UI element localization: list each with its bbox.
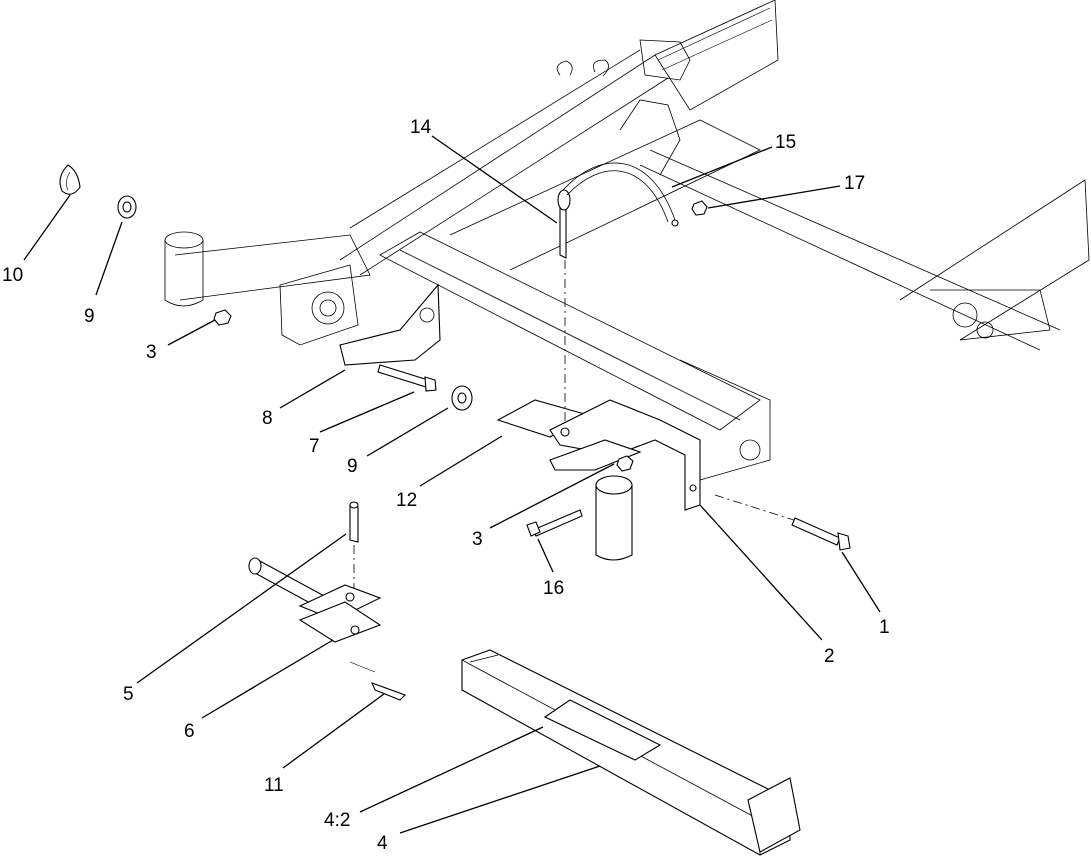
nut-17 xyxy=(691,200,708,216)
lanyard-pin xyxy=(557,162,679,430)
callout-12: 12 xyxy=(396,490,417,511)
callout-4: 4 xyxy=(377,833,388,854)
callout-6: 6 xyxy=(184,721,195,742)
callout-9-left: 9 xyxy=(84,306,95,327)
callout-8: 8 xyxy=(262,408,273,429)
callout-4-2: 4:2 xyxy=(324,810,350,831)
washer-left xyxy=(117,195,137,219)
callout-5: 5 xyxy=(123,684,134,705)
nut-center xyxy=(616,455,634,472)
callout-16: 16 xyxy=(543,578,564,599)
callout-labels: 10 9 3 8 7 9 12 14 15 17 3 16 1 2 5 6 11… xyxy=(2,117,890,854)
callout-7: 7 xyxy=(309,436,320,457)
callout-3-left: 3 xyxy=(146,342,157,363)
washer-middle xyxy=(451,385,473,411)
mower-frame xyxy=(164,0,1090,481)
callout-17: 17 xyxy=(844,173,865,194)
leader-lines xyxy=(23,135,881,834)
tow-bar xyxy=(461,649,801,856)
callout-14: 14 xyxy=(410,117,432,138)
bolt-16 xyxy=(526,509,583,537)
bolt-7 xyxy=(377,364,437,392)
hitch-pin-clip xyxy=(59,164,81,195)
hitch-bracket xyxy=(549,399,701,511)
callout-11: 11 xyxy=(264,775,284,796)
callout-15: 15 xyxy=(775,132,796,153)
callout-10: 10 xyxy=(2,265,23,286)
callout-3-center: 3 xyxy=(472,529,483,550)
clip-11 xyxy=(349,661,406,701)
callout-1: 1 xyxy=(879,617,890,638)
hitch-6 xyxy=(248,557,382,643)
pin-5 xyxy=(349,501,359,590)
tube xyxy=(595,475,633,561)
callout-2: 2 xyxy=(824,646,835,667)
nut-left xyxy=(213,309,232,326)
callout-9-middle: 9 xyxy=(347,456,358,477)
bolt-1 xyxy=(714,494,851,551)
